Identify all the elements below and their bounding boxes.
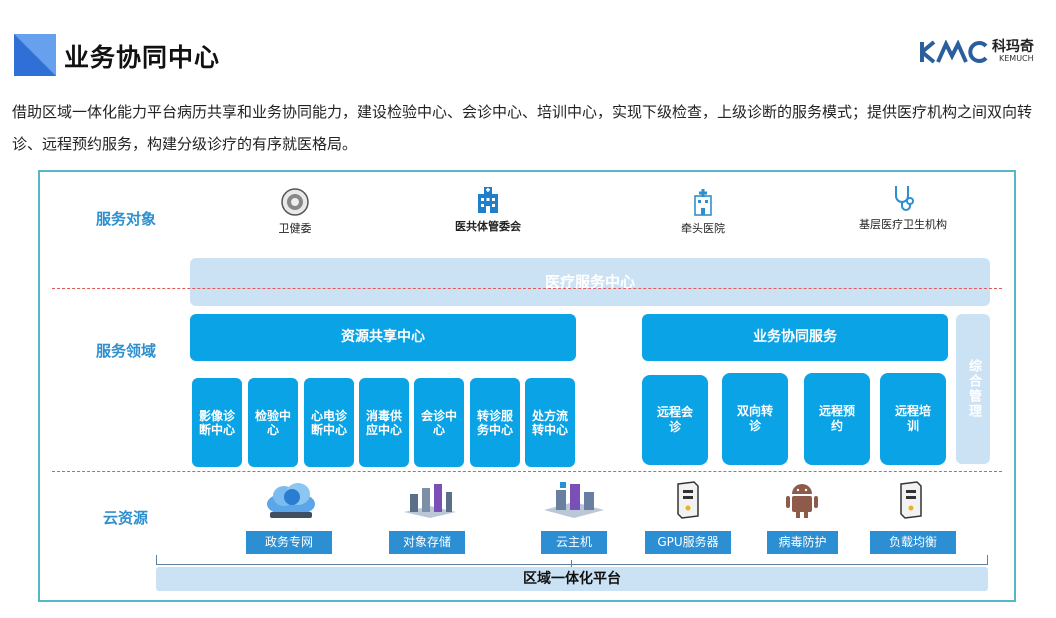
- target-label: 医共体管委会: [455, 220, 521, 233]
- platform-bracket-tick: [571, 560, 572, 567]
- cloud-item-label: 对象存储: [389, 531, 465, 554]
- cloud-host-icon: [544, 482, 604, 518]
- divider-line: [52, 288, 1002, 289]
- target-label: 卫健委: [278, 222, 312, 235]
- cloud-item: [400, 480, 460, 520]
- target-lead-hospital: 牵头医院: [658, 188, 748, 236]
- stethoscope-icon: [895, 186, 914, 211]
- cloud-item-label: 负载均衡: [870, 531, 956, 554]
- cloud-item: [540, 480, 608, 520]
- collab-item: 远程培训: [880, 373, 946, 465]
- hospital-icon: [694, 189, 712, 216]
- company-logo: 科玛奇 KEMUCH: [920, 36, 1044, 68]
- cloud-item-label: 云主机: [541, 531, 607, 554]
- row-label-service-domain: 服务领域: [96, 342, 157, 360]
- logo-mark-icon: [920, 40, 988, 64]
- resource-item: 消毒供应中心: [359, 378, 409, 467]
- medical-service-center: 医疗服务中心: [190, 258, 990, 306]
- business-collaboration-service: 业务协同服务: [642, 314, 948, 361]
- cloud-network-icon: [267, 483, 315, 518]
- resource-item: 检验中心: [248, 378, 298, 467]
- resource-item: 处方流转中心: [525, 378, 575, 467]
- target-consortium-committee: 医共体管委会: [428, 186, 548, 234]
- platform-bracket: [156, 555, 988, 565]
- logo-sub: KEMUCH: [999, 54, 1034, 63]
- server-icon: [677, 481, 699, 519]
- cloud-item: [782, 480, 822, 520]
- diagram-frame: [38, 170, 1016, 602]
- resource-item: 心电诊断中心: [304, 378, 354, 467]
- cloud-item: [672, 480, 702, 520]
- target-health-commission: 卫健委: [245, 188, 345, 236]
- logo-name: 科玛奇: [992, 39, 1034, 55]
- row-label-service-targets: 服务对象: [96, 210, 157, 228]
- collab-item: 双向转诊: [722, 373, 788, 465]
- page-title: 业务协同中心: [64, 43, 221, 72]
- target-label: 牵头医院: [681, 222, 725, 235]
- cloud-item: [895, 480, 925, 520]
- intro-text: 借助区域一体化能力平台病历共享和业务协同能力，建设检验中心、会诊中心、培训中心，…: [12, 103, 1033, 153]
- collab-item: 远程会诊: [642, 375, 708, 465]
- cloud-item-label: 政务专网: [246, 531, 332, 554]
- storage-icon: [404, 484, 456, 518]
- resource-item: 会诊中心: [414, 378, 464, 467]
- title-accent: [14, 34, 56, 76]
- emblem-icon: [281, 188, 309, 216]
- collab-item: 远程预约: [804, 373, 870, 465]
- android-shield-icon: [786, 484, 818, 518]
- resource-item: 影像诊断中心: [192, 378, 242, 467]
- comprehensive-management: 综合管理: [956, 314, 990, 464]
- target-label: 基层医疗卫生机构: [859, 218, 947, 231]
- row-label-cloud: 云资源: [103, 509, 149, 527]
- server-icon: [900, 481, 922, 519]
- cloud-item: [262, 478, 320, 522]
- target-primary-care: 基层医疗卫生机构: [838, 184, 968, 232]
- regional-platform: 区域一体化平台: [156, 567, 988, 591]
- cloud-item-label: GPU服务器: [645, 531, 731, 554]
- resource-sharing-center: 资源共享中心: [190, 314, 576, 361]
- hospital-building-icon: [478, 187, 498, 213]
- resource-item: 转诊服务中心: [470, 378, 520, 467]
- cloud-item-label: 病毒防护: [767, 531, 838, 554]
- divider-line: [52, 471, 1002, 472]
